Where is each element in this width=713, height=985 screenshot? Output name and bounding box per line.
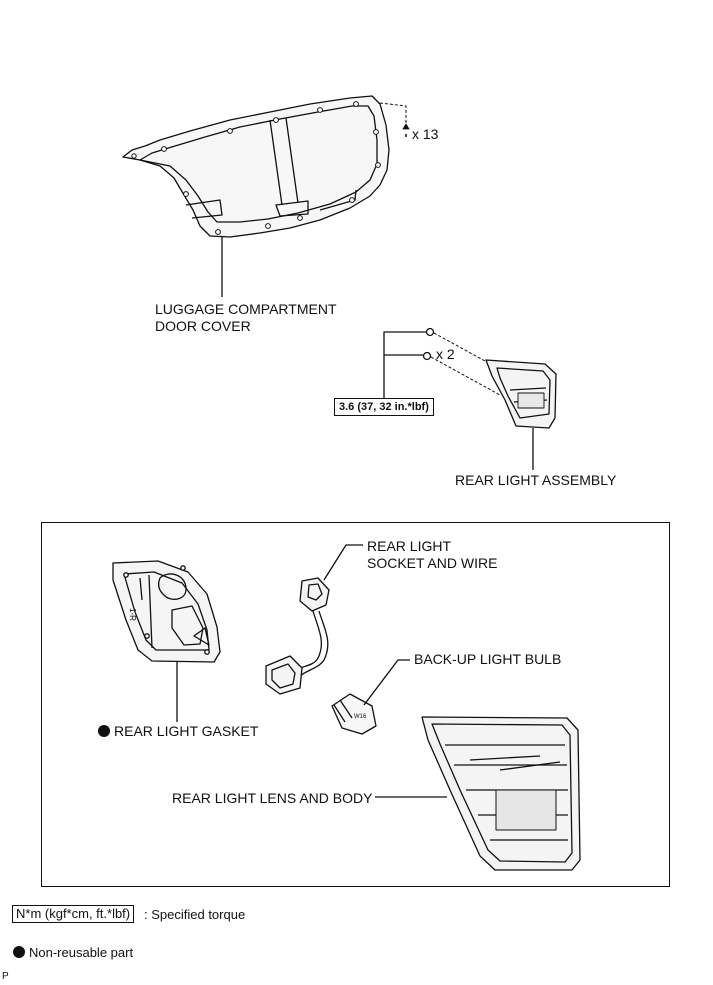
non-reusable-legend: Non-reusable part: [13, 944, 133, 961]
corner-mark: P: [2, 971, 9, 982]
rear-light-assembly-label: REAR LIGHT ASSEMBLY: [455, 472, 617, 488]
clip-count-label: x 13: [412, 126, 439, 142]
socket-label-line1: REAR LIGHT: [367, 538, 452, 554]
door-cover-label-line1: LUGGAGE COMPARTMENT: [155, 301, 337, 317]
door-cover-drawing: [122, 95, 390, 238]
nut-icon: [425, 327, 435, 337]
gasket-drawing: 1-R: [112, 560, 221, 663]
nut-icon-2: [422, 351, 432, 361]
socket-leader: [323, 544, 363, 581]
clip-icon: [402, 123, 410, 130]
rear-light-assembly-drawing: [485, 359, 557, 429]
non-reusable-dot-icon: [98, 725, 110, 737]
lens-and-body-drawing: [421, 716, 581, 871]
torque-spec-box: 3.6 (37, 32 in.*lbf): [334, 398, 434, 416]
gasket-label-text: REAR LIGHT GASKET: [114, 723, 259, 739]
door-cover-label-line2: DOOR COVER: [155, 318, 251, 334]
socket-and-wire-drawing: [265, 577, 330, 695]
backup-bulb-label: BACK-UP LIGHT BULB: [414, 651, 562, 667]
svg-text:W16: W16: [354, 714, 367, 720]
non-reusable-legend-text: Non-reusable part: [29, 945, 134, 960]
torque-legend-text: : Specified torque: [144, 907, 246, 922]
lens-and-body-label: REAR LIGHT LENS AND BODY: [172, 790, 373, 806]
non-reusable-legend-dot-icon: [13, 946, 25, 958]
bulb-leader: [363, 659, 410, 706]
torque-leader: [383, 331, 426, 398]
socket-label-line2: SOCKET AND WIRE: [367, 555, 498, 571]
nut-count-label: x 2: [436, 346, 455, 362]
detail-frame: [41, 522, 670, 887]
gasket-label: REAR LIGHT GASKET: [98, 723, 258, 740]
torque-legend-box: N*m (kgf*cm, ft.*lbf): [12, 905, 135, 923]
svg-text:1-R: 1-R: [128, 608, 137, 621]
